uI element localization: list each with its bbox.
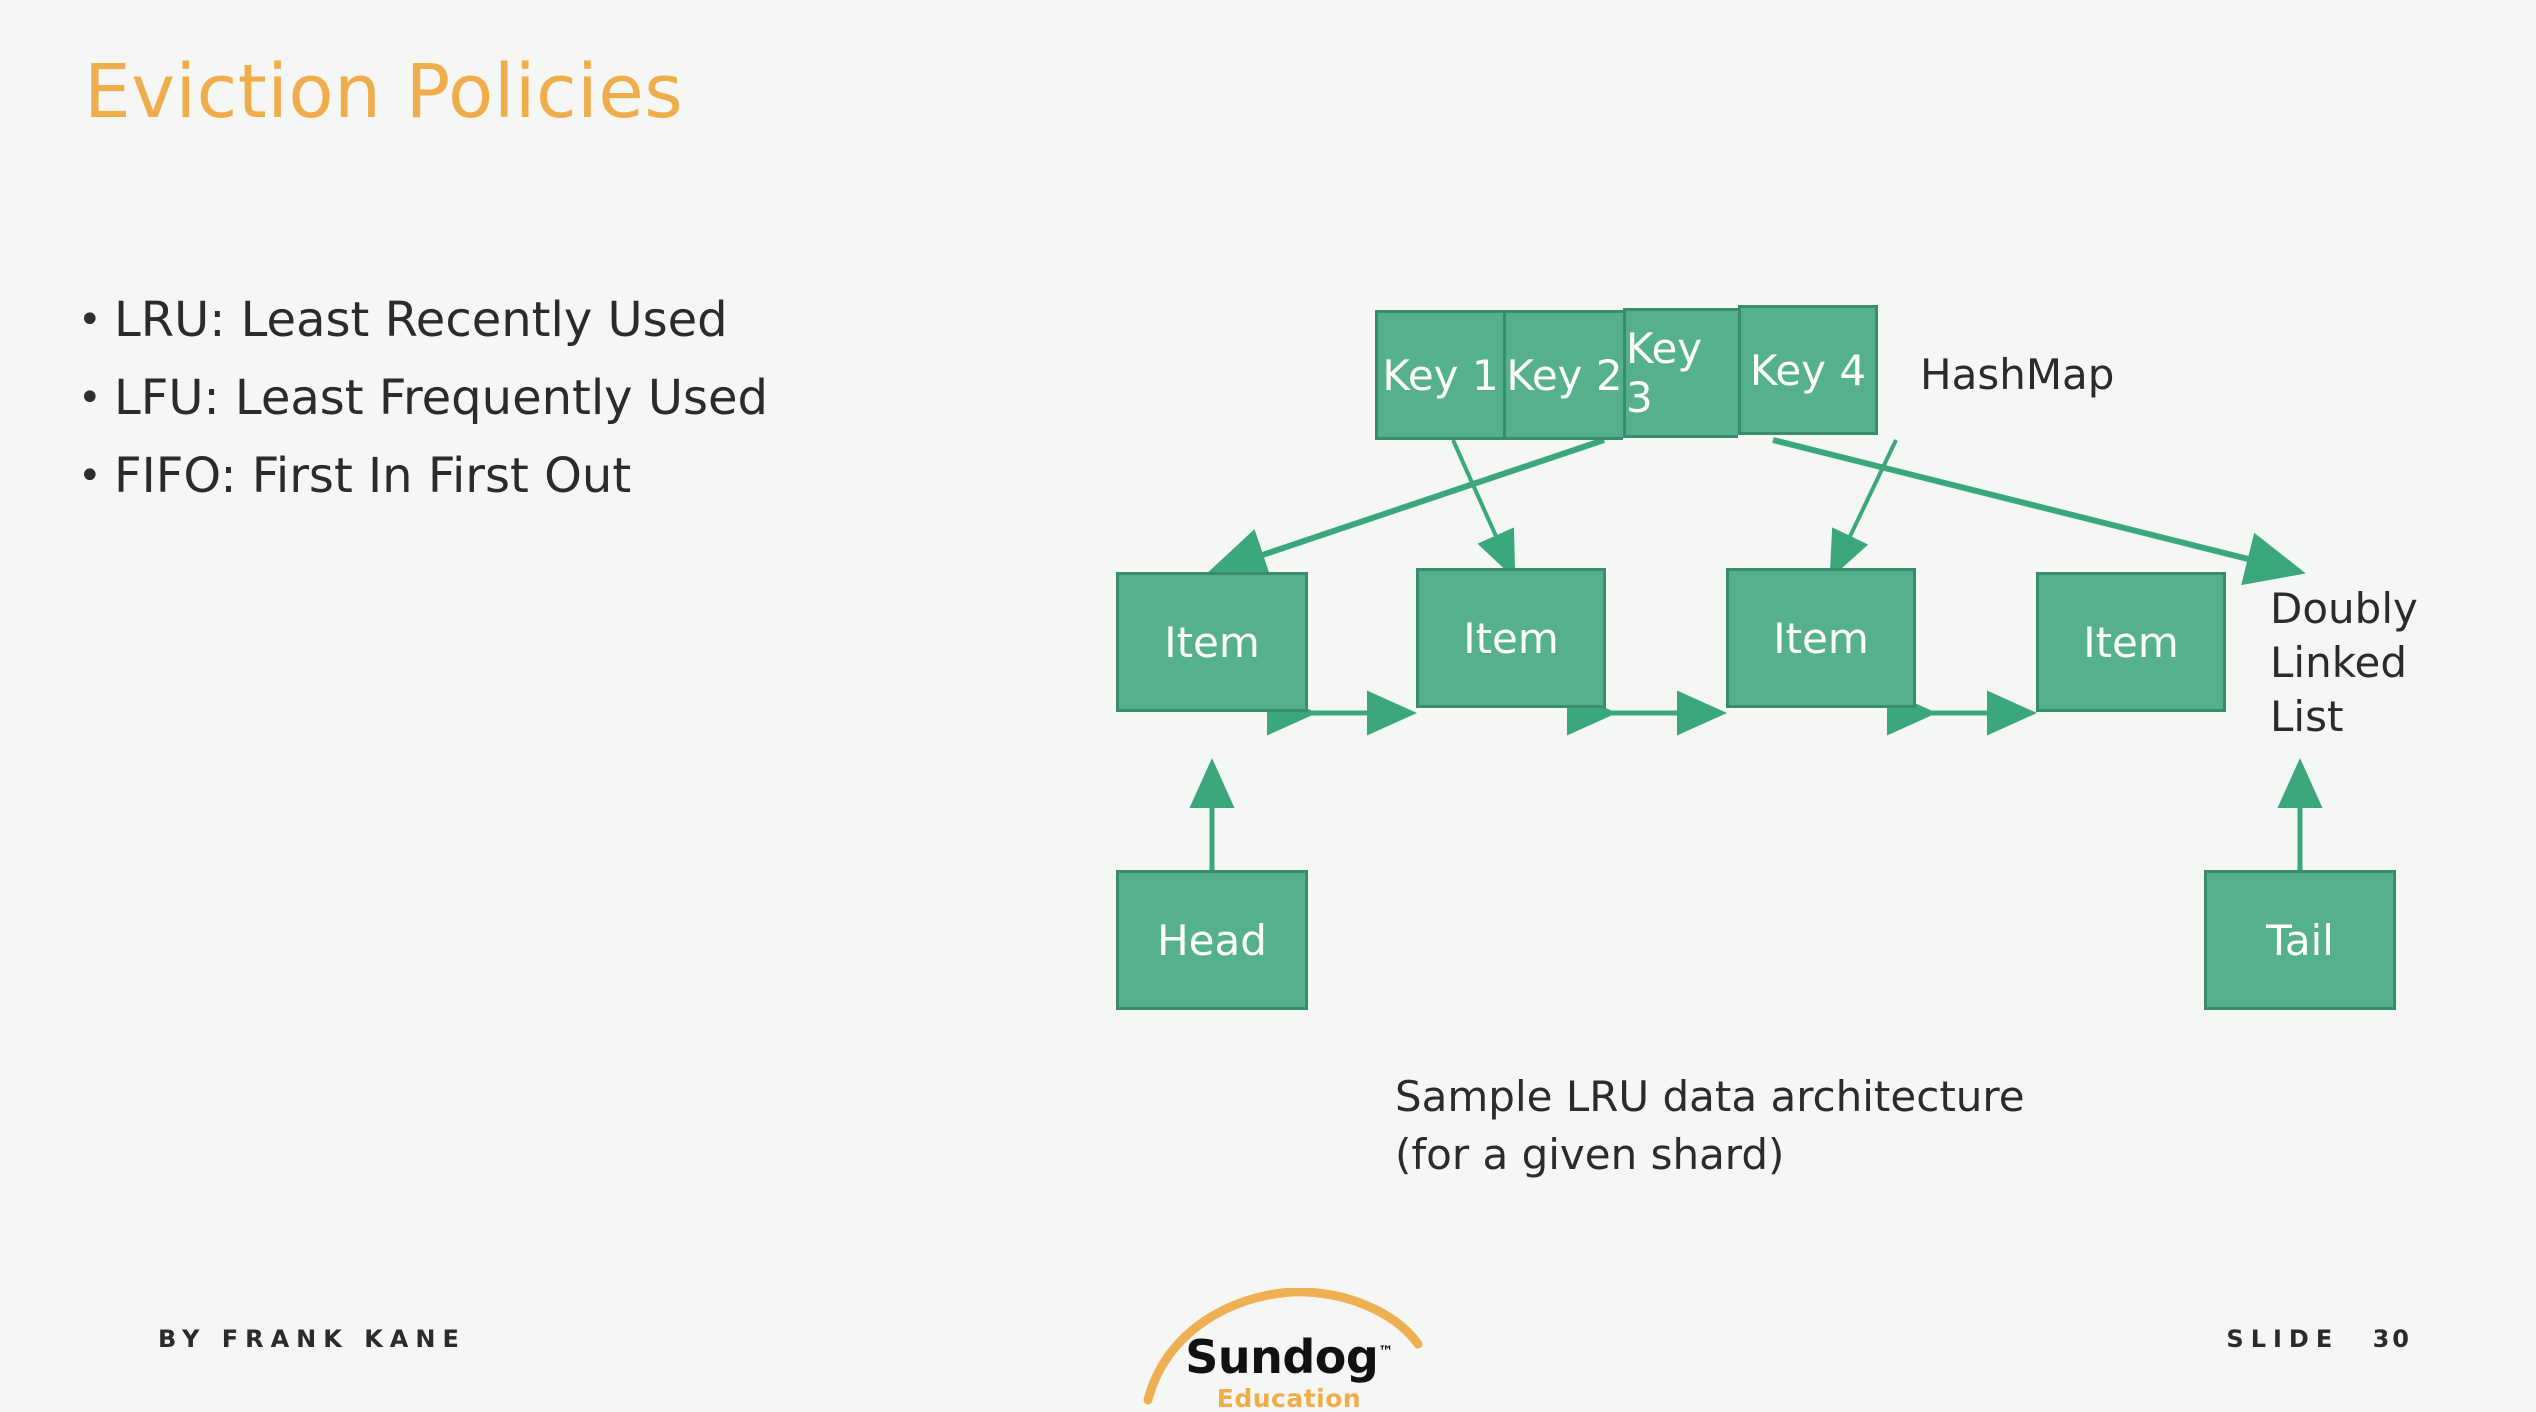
arrow-key2-to-item1 <box>1206 437 1605 581</box>
footer-slide-word: SLIDE <box>2226 1325 2340 1353</box>
hashmap-label: HashMap <box>1920 350 2115 399</box>
list-item-node-4[interactable]: Item <box>2036 572 2226 712</box>
list-item-node-label: Item <box>1463 613 1559 663</box>
diagram-connectors <box>1189 437 2323 870</box>
diagram-caption-line: Sample LRU data architecture <box>1395 1072 2025 1121</box>
doubly-linked-list-label-line: List <box>2270 692 2344 741</box>
bullet-text: LRU: Least Recently Used <box>114 292 728 348</box>
head-pointer-node[interactable]: Head <box>1116 870 1308 1010</box>
arrow-key3-to-item4 <box>1772 437 2306 586</box>
bullet-list: • LRU: Least Recently Used • LFU: Least … <box>70 288 1070 522</box>
hashmap-cell-key-3[interactable]: Key 3 <box>1623 308 1738 438</box>
hashmap-cell-key-1[interactable]: Key 1 <box>1375 310 1503 440</box>
diagram-caption: Sample LRU data architecture (for a give… <box>1395 1068 2025 1184</box>
bullet-marker-icon: • <box>78 453 102 499</box>
hashmap-cell-label: Key 4 <box>1749 345 1867 395</box>
list-item-node-3[interactable]: Item <box>1726 568 1916 708</box>
arrow-key4-to-item3 <box>1829 439 1898 580</box>
bullet-text: LFU: Least Frequently Used <box>114 370 768 426</box>
list-item-node-2[interactable]: Item <box>1416 568 1606 708</box>
doubly-linked-list-label-line: Linked <box>2270 638 2408 687</box>
hashmap-cell-label: Key 3 <box>1626 324 1703 422</box>
page-title: Eviction Policies <box>84 49 684 135</box>
list-item-node-label: Item <box>1164 617 1260 667</box>
logo-trademark-icon: ™ <box>1378 1342 1393 1361</box>
bullet-marker-icon: • <box>78 297 102 343</box>
lru-architecture-diagram: Key 1 Key 2 Key 3 Key 4 HashMap Item Ite… <box>1060 290 2480 1090</box>
logo-arc-icon <box>1143 1288 1423 1405</box>
footer-author: BY FRANK KANE <box>158 1325 466 1353</box>
logo-sub-text: Education <box>1216 1384 1362 1412</box>
hashmap-cell-key-2[interactable]: Key 2 <box>1503 310 1623 440</box>
head-pointer-label: Head <box>1157 915 1267 965</box>
logo-brand-word: Sundog <box>1185 1330 1379 1384</box>
doubly-linked-list-label: Doubly Linked List <box>2270 582 2418 744</box>
list-item-node-label: Item <box>1773 613 1869 663</box>
list-item-node-label: Item <box>2083 617 2179 667</box>
hashmap-cell-label: Key 1 <box>1382 350 1499 400</box>
logo-brand-text: Sundog™ <box>1164 1330 1414 1384</box>
list-item: • FIFO: First In First Out <box>70 444 1070 522</box>
sundog-education-logo: Sundog™ Education <box>1140 1288 1430 1412</box>
list-item: • LRU: Least Recently Used <box>70 288 1070 366</box>
bullet-marker-icon: • <box>78 375 102 421</box>
tail-pointer-label: Tail <box>2266 915 2334 965</box>
footer-slide-indicator: SLIDE 30 <box>2226 1325 2412 1353</box>
hashmap-cell-key-4[interactable]: Key 4 <box>1738 305 1878 435</box>
bullet-text: FIFO: First In First Out <box>114 448 632 504</box>
doubly-linked-list-label-line: Doubly <box>2270 584 2418 633</box>
arrow-key1-to-item2 <box>1451 439 1516 580</box>
tail-pointer-node[interactable]: Tail <box>2204 870 2396 1010</box>
footer-slide-number: 30 <box>2372 1325 2412 1353</box>
hashmap-cell-label: Key 2 <box>1506 350 1623 400</box>
list-item-node-1[interactable]: Item <box>1116 572 1308 712</box>
list-item: • LFU: Least Frequently Used <box>70 366 1070 444</box>
diagram-caption-line: (for a given shard) <box>1395 1130 1785 1179</box>
